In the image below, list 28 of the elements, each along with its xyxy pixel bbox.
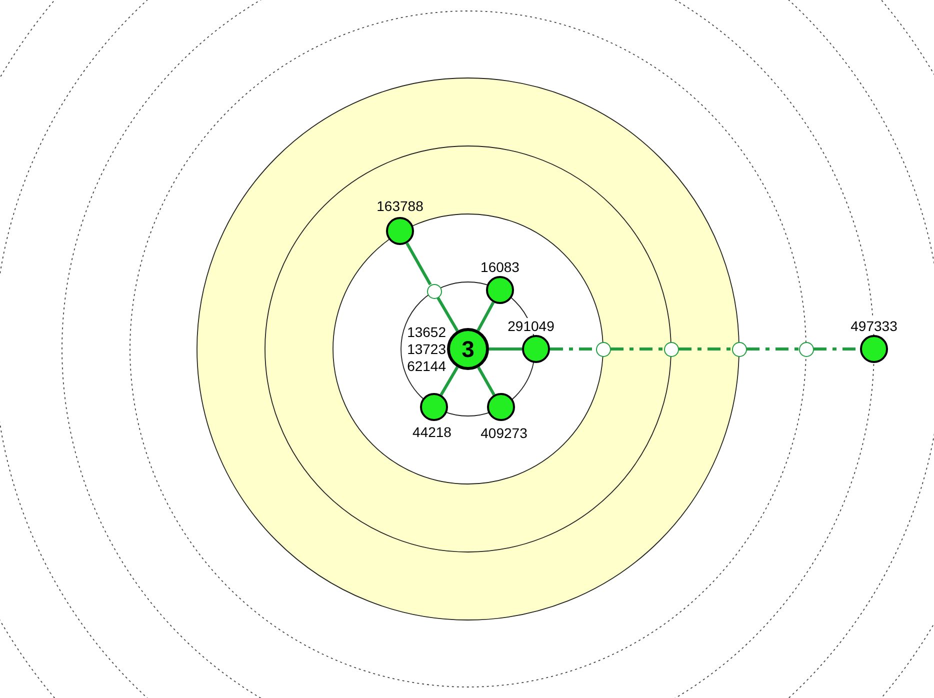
link-line [489,348,522,350]
node-circle [420,393,448,421]
dash-dot-link [610,348,664,350]
dash-dot-link [746,348,798,350]
dash-dot-link [678,348,732,350]
node-label: 163788 [376,198,424,214]
node-label: 409273 [480,425,528,441]
node-label: 291049 [508,318,554,334]
node-label: 62144 [407,358,446,374]
link-line [436,296,459,332]
hollow-node [426,284,442,298]
link-line [406,242,432,286]
link-line [440,366,459,396]
node-label: 13723 [407,341,446,357]
node-circle [860,335,888,363]
node-circle [487,393,515,421]
hollow-node [596,342,610,356]
link-line [476,302,495,332]
hollow-node [798,342,814,356]
node-label: 13652 [407,324,446,340]
node-label: 497333 [850,318,898,334]
node-circle [447,328,489,370]
node-label: 16083 [480,259,520,275]
node-label: 44218 [412,424,452,440]
node-number: 3 [462,337,474,361]
link-line [477,366,496,396]
node-circle [486,276,514,304]
node-circle [522,335,550,363]
